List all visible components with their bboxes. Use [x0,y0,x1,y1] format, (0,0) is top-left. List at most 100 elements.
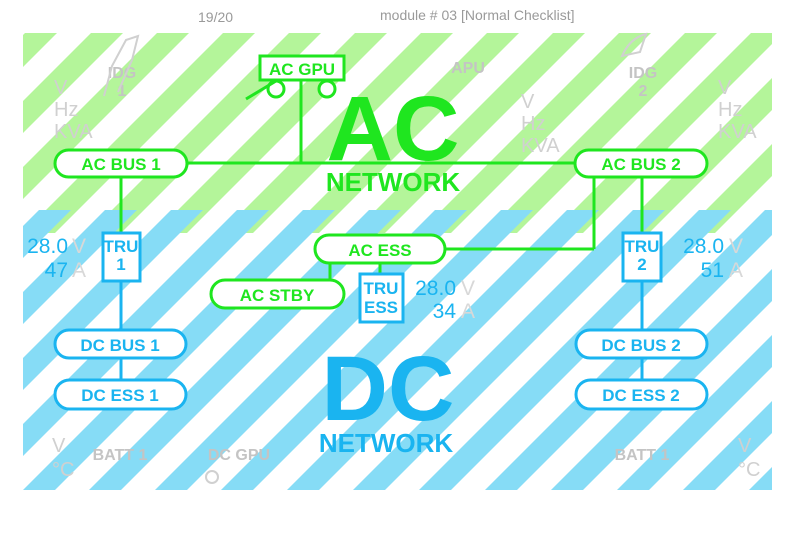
svg-text:Hz: Hz [521,113,545,135]
dc-wiring [119,281,644,380]
tru-ess[interactable]: TRU ESS [358,272,405,324]
tru-ess-amps-unit: A [461,300,475,323]
dc-stripe [617,335,772,490]
ac-stripe [23,33,189,199]
tru-ess-volts: 28.0 [415,277,456,300]
tru-ess-volts-unit: V [461,277,475,300]
svg-text:Hz: Hz [718,99,742,121]
ac-bus-2-label: AC BUS 2 [601,155,680,174]
tru-2[interactable]: TRU 2 [621,231,663,283]
tru-2-amps-unit: A [729,259,743,282]
dc-stripe [353,210,665,490]
dc-network-label: NETWORK [319,428,454,458]
idg1-icon [103,34,140,97]
ac-network-label: NETWORK [326,167,461,197]
svg-text:KVA: KVA [718,121,757,143]
svg-text:Hz: Hz [54,99,78,121]
ac-ess-bus[interactable]: AC ESS [313,233,447,265]
idg1-number: 1 [118,83,127,100]
svg-text:V: V [521,91,535,113]
dc-bus-2[interactable]: DC BUS 2 [574,328,709,360]
tru-2-label: TRU [625,237,660,256]
svg-text:°C: °C [52,459,74,481]
batt-right-readout: V °C [738,435,760,481]
dc-ess-2[interactable]: DC ESS 2 [574,378,709,411]
dc-stripe [23,210,71,258]
page-counter: 19/20 [198,9,233,25]
tru-1-readout: 28.0 V 47 A [27,235,86,282]
tru-1[interactable]: TRU 1 [101,231,142,283]
ac-ess-label: AC ESS [348,241,411,260]
ac-stripe [551,33,772,233]
batt-left-label: BATT 1 [93,447,148,464]
ac-bus-1-label: AC BUS 1 [81,155,160,174]
idg2-number: 2 [639,83,648,100]
module-title: module # 03 [Normal Checklist] [380,7,575,23]
ac-stripe [221,33,453,233]
tru-ess-subtitle: ESS [364,298,398,317]
ac-gpu-label: AC GPU [269,60,335,79]
ac-bus-1[interactable]: AC BUS 1 [53,148,189,179]
dc-ess-1-label: DC ESS 1 [81,386,158,405]
tru-ess-label: TRU [364,279,399,298]
ac-stripe [23,33,57,67]
dc-gpu-connector-icon [205,470,219,484]
dc-stripe [287,210,599,490]
dc-stripe [221,210,533,490]
ac-stby-label: AC STBY [240,286,315,305]
apu-label: APU [451,60,485,77]
tru-2-volts: 28.0 [683,235,724,258]
idg2-readout: V Hz KVA [718,77,757,143]
tru-2-amps: 51 [701,259,724,282]
dc-bus-1[interactable]: DC BUS 1 [53,328,188,360]
ac-stripe [485,33,717,233]
tru-2-number: 2 [637,255,646,274]
tru-1-volts-unit: V [72,235,86,258]
ac-stripe [419,33,651,233]
ac-stripe [23,33,255,233]
dc-ess-2-label: DC ESS 2 [602,386,679,405]
tru-1-amps: 47 [45,259,68,282]
ac-gpu-box[interactable] [258,54,346,82]
idg1-label: IDG [108,65,136,82]
dc-title: DC [322,338,455,440]
ac-stripe [89,33,321,233]
dc-stripe [0,210,5,490]
apu-readout: V Hz KVA [521,91,560,157]
tru-ess-amps: 34 [433,300,457,323]
dc-ess-1[interactable]: DC ESS 1 [53,378,188,411]
ac-wiring [119,80,644,280]
svg-text:KVA: KVA [521,135,560,157]
svg-text:V: V [54,77,68,99]
ac-gpu-connector-icon [245,79,337,101]
tru-2-volts-unit: V [729,235,743,258]
tru-1-number: 1 [116,255,125,274]
ac-stripe [23,33,123,133]
svg-text:V: V [718,77,732,99]
batt-right-label: BATT 1 [615,447,670,464]
dc-gpu-label: DC GPU [208,447,270,464]
ac-bus-2[interactable]: AC BUS 2 [573,148,709,179]
dc-bus-2-label: DC BUS 2 [601,336,680,355]
svg-text:V: V [52,435,66,457]
ac-stripe [353,33,585,233]
tru-1-volts: 28.0 [27,235,68,258]
idg2-icon [620,32,648,58]
svg-text:KVA: KVA [54,121,93,143]
tru-ess-readout: 28.0 V 34 A [415,277,475,323]
idg1-readout: V Hz KVA [54,77,93,143]
svg-text:°C: °C [738,459,760,481]
ac-title: AC [327,78,460,180]
ac-stripe [617,78,772,233]
tru-1-amps-unit: A [72,259,86,282]
ac-stripe [287,33,519,233]
tru-2-readout: 28.0 V 51 A [683,235,743,282]
ac-stby-bus[interactable]: AC STBY [209,278,346,310]
dc-stripe [749,467,772,490]
svg-text:V: V [738,435,752,457]
batt-left-readout: V °C [52,435,74,481]
tru-1-label: TRU [104,237,139,256]
dc-stripe [683,401,772,490]
dc-bus-1-label: DC BUS 1 [80,336,159,355]
